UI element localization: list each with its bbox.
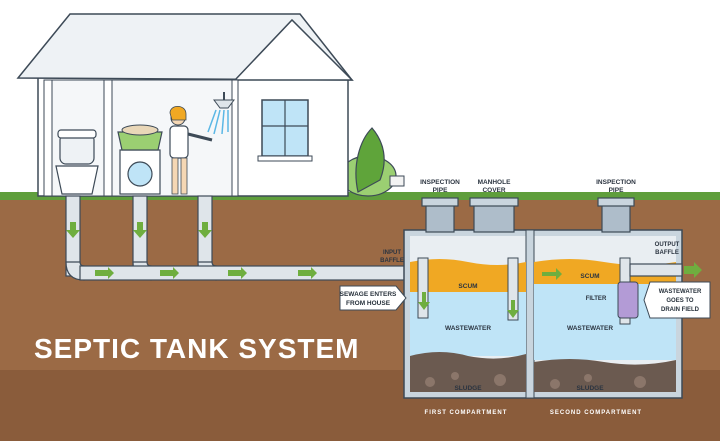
manhole-cover: [473, 203, 515, 233]
sludge-label-1: SLUDGE: [454, 385, 482, 392]
toilet-icon: [55, 129, 99, 195]
wastewater-label-1: WASTEWATER: [445, 325, 491, 332]
sewage-label-1: SEWAGE ENTERS: [340, 291, 397, 298]
drain-label-3: DRAIN FIELD: [661, 307, 700, 313]
first-compartment-label: FIRST COMPARTMENT: [425, 410, 508, 416]
grass-strip: [0, 192, 720, 200]
output-baffle-label-1: OUTPUT: [655, 242, 680, 248]
input-baffle: [417, 257, 429, 319]
inspection-pipe-right: [601, 203, 631, 233]
scum-label-2: SCUM: [580, 273, 599, 280]
shower-icon: [207, 92, 235, 135]
inspection-pipe-right-label-2: PIPE: [609, 187, 624, 194]
bush-icon: [339, 127, 405, 197]
filter-unit: [617, 281, 639, 319]
outflow-arrow: [684, 262, 702, 278]
manhole-cover-label-2: COVER: [482, 187, 505, 194]
inspection-pipe-left-label-2: PIPE: [433, 187, 448, 194]
inspection-pipe-left-label-1: INSPECTION: [420, 179, 460, 186]
input-baffle-label-2: BAFFLE: [380, 258, 404, 264]
filter-label: FILTER: [586, 296, 607, 302]
second-compartment-label: SECOND COMPARTMENT: [550, 410, 642, 416]
output-baffle-label-2: BAFFLE: [655, 250, 679, 256]
inspection-pipe-right-label-1: INSPECTION: [596, 179, 636, 186]
scum-layer-1: [410, 259, 526, 292]
manhole-cover-label-1: MANHOLE: [478, 179, 512, 186]
flow-arrows: [66, 222, 317, 279]
sewage-callout: SEWAGE ENTERS FROM HOUSE: [339, 285, 407, 311]
wastewater-label-2: WASTEWATER: [567, 325, 613, 332]
drain-label-2: GOES TO: [666, 298, 694, 304]
input-baffle-label-1: INPUT: [383, 250, 401, 256]
scum-label-1: SCUM: [458, 283, 477, 290]
inspection-pipe-left: [425, 203, 455, 233]
sewage-label-2: FROM HOUSE: [346, 300, 391, 307]
sludge-label-2: SLUDGE: [576, 385, 604, 392]
page-title: SEPTIC TANK SYSTEM: [34, 333, 360, 364]
drain-pipes: [65, 195, 419, 281]
drainfield-callout: WASTEWATER GOES TO DRAIN FIELD: [643, 281, 711, 319]
drain-label-1: WASTEWATER: [659, 289, 702, 295]
washing-machine-icon: [117, 124, 163, 195]
person-icon: [169, 105, 213, 195]
